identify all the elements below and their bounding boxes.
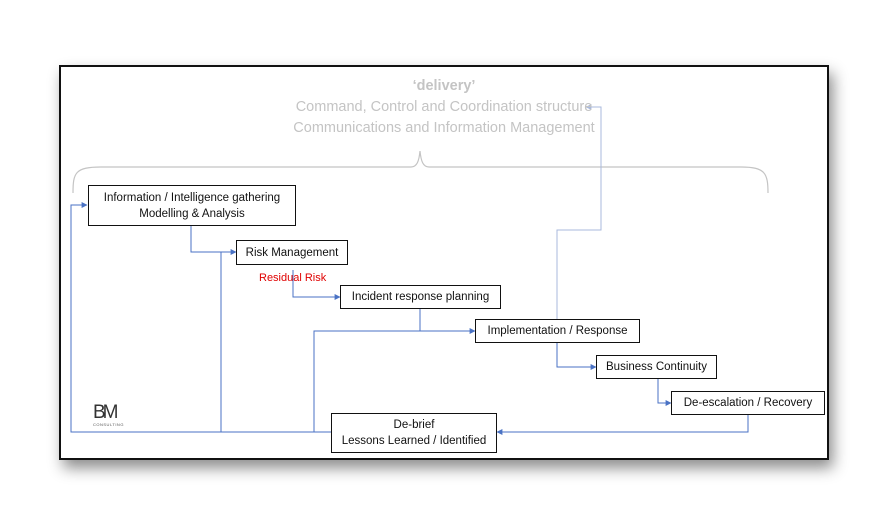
connector-implementation-continuity xyxy=(556,343,597,370)
delivery-subtitle-command: Command, Control and Coordination struct… xyxy=(295,99,593,115)
box-risk-management: Risk Management xyxy=(236,240,348,265)
info-line1: Information / Intelligence gathering xyxy=(103,191,281,204)
delivery-subtitle-communications: Communications and Information Managemen… xyxy=(293,120,595,136)
connector-continuity-deescalation xyxy=(657,379,672,406)
deescalation-label: De-escalation / Recovery xyxy=(683,397,813,409)
connector-deescalation-debrief xyxy=(496,415,749,435)
incident-label: Incident response planning xyxy=(351,291,490,303)
connector-info-risk xyxy=(190,226,237,255)
connector-incident-implementation xyxy=(419,309,476,334)
curly-brace xyxy=(72,150,769,194)
box-business-continuity: Business Continuity xyxy=(596,355,717,379)
info-line2: Modelling & Analysis xyxy=(139,207,245,220)
box-information-gathering: Information / Intelligence gathering Mod… xyxy=(88,185,296,226)
logo-sub: CONSULTING xyxy=(93,422,124,427)
debrief-line1: De-brief xyxy=(393,419,435,431)
delivery-title: ‘delivery’ xyxy=(412,78,476,94)
bm-consulting-logo: BM CONSULTING xyxy=(93,400,131,430)
connector-risk-incident xyxy=(292,270,341,300)
logo-mark: BM xyxy=(93,402,118,423)
box-implementation-response: Implementation / Response xyxy=(475,319,640,343)
connector-debrief-info xyxy=(70,202,331,433)
residual-risk-label: Residual Risk xyxy=(259,272,327,284)
continuity-label: Business Continuity xyxy=(606,361,707,373)
risk-label: Risk Management xyxy=(245,246,339,259)
slide: ‘delivery’ Command, Control and Coordina… xyxy=(59,65,829,460)
box-incident-response-planning: Incident response planning xyxy=(340,285,501,309)
box-de-escalation-recovery: De-escalation / Recovery xyxy=(671,391,825,415)
connector-to-delivery xyxy=(556,104,602,343)
connector-lines xyxy=(70,104,769,435)
debrief-line2: Lessons Learned / Identified xyxy=(341,435,487,447)
box-debrief: De-brief Lessons Learned / Identified xyxy=(331,413,497,453)
implementation-label: Implementation / Response xyxy=(487,325,628,337)
